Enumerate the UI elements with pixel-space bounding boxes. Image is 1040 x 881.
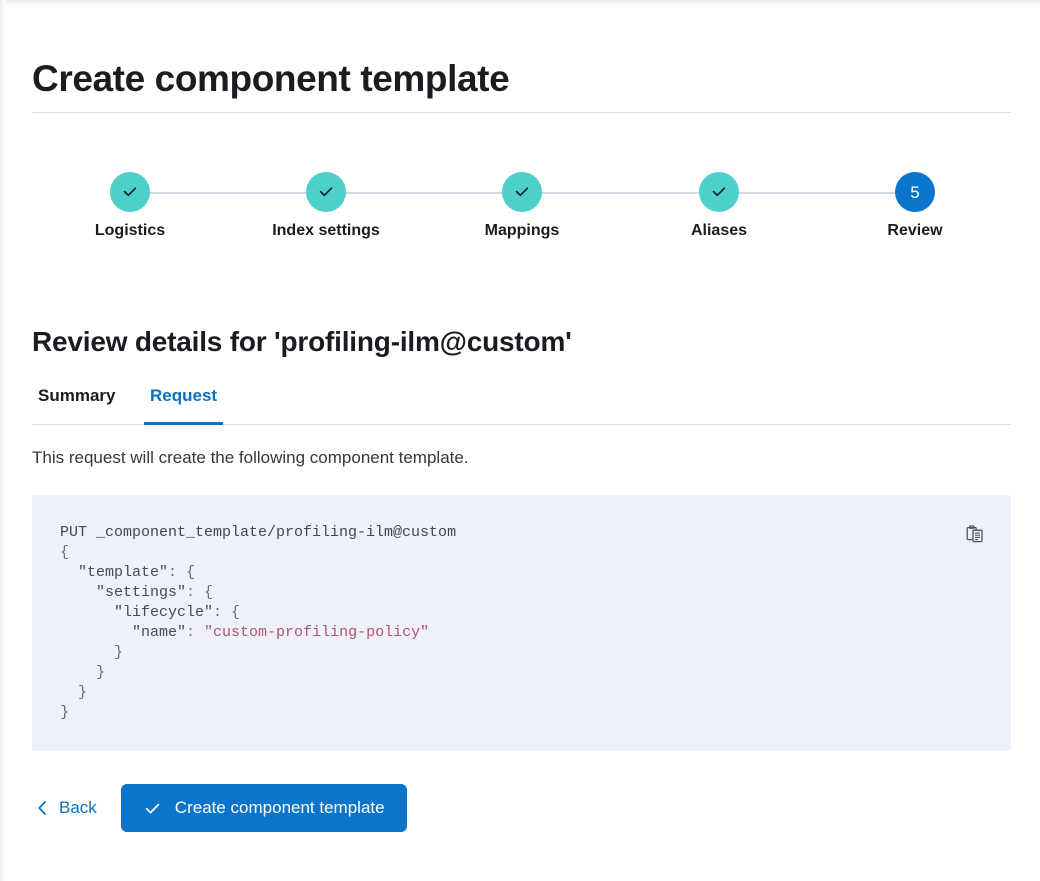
- stepper-connector-1: [130, 192, 326, 194]
- wizard-stepper: Logistics Index settings Mappings: [32, 168, 1011, 258]
- page-title: Create component template: [32, 57, 510, 99]
- window-left-edge: [0, 0, 6, 881]
- code-request-line: PUT _component_template/profiling-ilm@cu…: [60, 524, 457, 541]
- copy-clipboard-icon[interactable]: [961, 520, 989, 548]
- step-status-circle: [306, 172, 346, 212]
- request-description: This request will create the following c…: [32, 448, 469, 467]
- review-tabs: Summary Request: [32, 380, 1011, 425]
- title-divider: [32, 112, 1011, 113]
- step-status-circle: [699, 172, 739, 212]
- step-label: Index settings: [272, 222, 380, 239]
- review-heading: Review details for 'profiling-ilm@custom…: [32, 326, 572, 358]
- step-label: Aliases: [690, 222, 748, 239]
- step-label: Mappings: [484, 222, 560, 239]
- tabs-underline: [32, 424, 1011, 425]
- step-index-settings[interactable]: Index settings: [236, 168, 416, 240]
- stepper-connector-3: [522, 192, 719, 194]
- check-icon: [123, 187, 137, 197]
- step-mappings[interactable]: Mappings: [432, 168, 612, 240]
- back-button-label: Back: [59, 798, 97, 817]
- step-label: Review: [887, 222, 943, 239]
- code-string-value: "custom-profiling-policy": [204, 624, 430, 641]
- copy-clipboard-icon-glyph: [966, 525, 983, 543]
- back-button[interactable]: Back: [32, 792, 101, 824]
- request-code: PUT _component_template/profiling-ilm@cu…: [60, 524, 457, 721]
- create-component-template-button[interactable]: Create component template: [120, 784, 407, 832]
- tab-summary[interactable]: Summary: [32, 381, 121, 425]
- window-top-edge: [0, 0, 1040, 7]
- stepper-connector-2: [326, 192, 522, 194]
- check-icon: [712, 187, 726, 197]
- step-number: 5: [910, 182, 920, 202]
- chevron-left-icon: [38, 801, 46, 815]
- step-label: Logistics: [94, 222, 166, 239]
- request-code-panel: PUT _component_template/profiling-ilm@cu…: [32, 495, 1011, 751]
- create-component-template-label: Create component template: [174, 798, 385, 817]
- wizard-actions: Back Create component template: [32, 784, 407, 832]
- step-logistics[interactable]: Logistics: [40, 168, 220, 240]
- step-review[interactable]: 5 Review: [825, 168, 1005, 240]
- check-icon: [515, 187, 529, 197]
- step-aliases[interactable]: Aliases: [629, 168, 809, 240]
- stepper-connector-4: [719, 192, 915, 194]
- check-icon: [319, 187, 333, 197]
- tab-request[interactable]: Request: [144, 381, 224, 425]
- step-status-circle: 5: [895, 172, 935, 212]
- step-status-circle: [110, 172, 150, 212]
- check-icon: [145, 803, 160, 813]
- step-status-circle: [502, 172, 542, 212]
